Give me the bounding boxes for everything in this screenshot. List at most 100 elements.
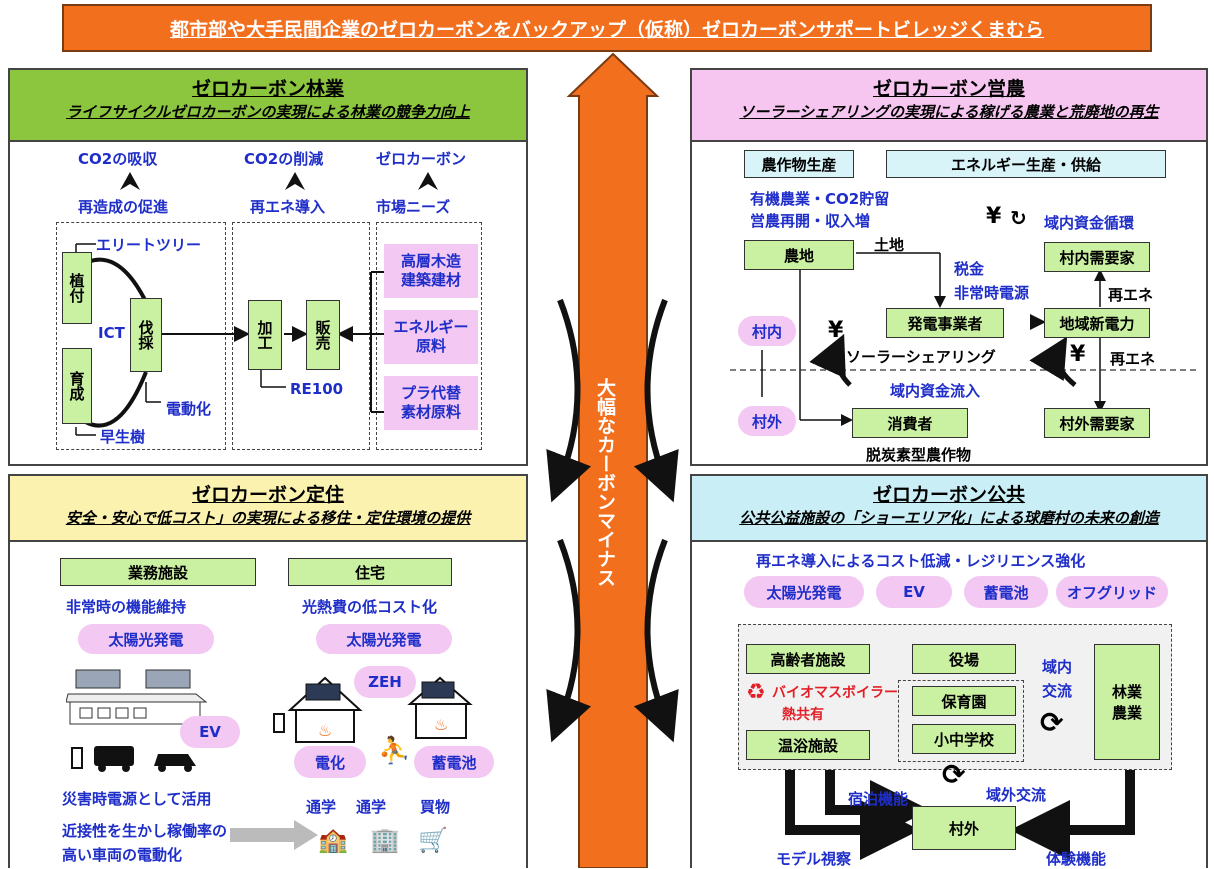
connector-arrows — [546, 298, 679, 743]
housing-header: 住宅 — [288, 558, 452, 586]
re-cost-label: 再エネ導入によるコスト低減・レジリエンス強化 — [756, 552, 1086, 570]
re-label-1: 再エネ — [1108, 286, 1154, 304]
farming-lines — [730, 252, 1200, 426]
forest-farm-box: 林業 農業 — [1094, 644, 1160, 760]
forestry-subtitle: ライフサイクルゼロカーボンの実現による林業の競争力向上 — [66, 103, 470, 121]
elderly-box: 高齢者施設 — [746, 644, 870, 674]
new-power-box: 地域新電力 — [1044, 308, 1150, 338]
center-arrow-label: 大幅なカーボンマイナス — [594, 378, 616, 587]
nursery-box: 保育園 — [912, 686, 1016, 716]
cycle-group — [56, 222, 226, 450]
shopping-label: 買物 — [420, 798, 451, 816]
public-pill-solar: 太陽光発電 — [744, 576, 864, 608]
up-chevrons — [120, 172, 438, 190]
solar-pill-housing: 太陽光発電 — [316, 624, 452, 654]
battery-pill: 蓄電池 — [414, 746, 494, 778]
power-company-box: 発電事業者 — [886, 308, 1004, 338]
zeh-pill: ZEH — [354, 666, 416, 698]
school-group — [898, 680, 1024, 762]
biomass-cycle-icon: ♻ — [746, 680, 766, 705]
public-pill-battery: 蓄電池 — [964, 576, 1048, 608]
exchange-label: 交流 — [1042, 682, 1073, 700]
experience-label: 体験機能 — [1046, 850, 1107, 868]
yen-circ-symbol: ¥ — [986, 204, 1002, 229]
land-label: 土地 — [874, 236, 905, 254]
consumer-box: 消費者 — [852, 408, 968, 438]
school-box: 小中学校 — [912, 724, 1016, 754]
public-subtitle: 公共公益施設の「ショーエリア化」による球磨村の未来の創造 — [739, 509, 1159, 527]
farmland-box: 農地 — [744, 240, 854, 270]
biomass-label: バイオマスボイラー — [772, 685, 898, 701]
inside-village-pill: 村内 — [738, 316, 796, 346]
need-building: 高層木造 建築建材 — [384, 244, 478, 298]
cycle-icon: ↻ — [1010, 206, 1027, 230]
electric-pill: 電化 — [294, 746, 366, 778]
bath-box: 温浴施設 — [746, 730, 870, 760]
business-note: 非常時の機能維持 — [66, 598, 187, 616]
heat-share-label: 熱共有 — [782, 707, 824, 723]
ict-label: ICT — [98, 324, 125, 342]
forestry-panel: ゼロカーボン林業 ライフサイクルゼロカーボンの実現による林業の競争力向上 — [8, 68, 528, 466]
need-energy: エネルギー 原料 — [384, 310, 478, 364]
re-label-2: 再エネ — [1110, 350, 1156, 368]
public-flow-arrows — [785, 770, 1135, 860]
exchange-cycle-icon: ⟳ — [1040, 706, 1064, 739]
process-box: 加工 — [248, 300, 282, 370]
col-head-absorb: CO2の吸収 — [78, 150, 158, 168]
farming-title: ゼロカーボン営農 — [872, 78, 1025, 100]
commute-label-1: 通学 — [306, 798, 337, 816]
yen-symbol-2: ¥ — [1070, 342, 1086, 367]
organic-label-2: 営農再開・収入増 — [750, 212, 871, 230]
energy-header: エネルギー生産・供給 — [886, 150, 1166, 178]
organic-label-1: 有機農業・CO2貯留 — [750, 190, 890, 208]
school-icon: 🏫 — [318, 826, 348, 854]
ev-pill-living: EV — [180, 716, 240, 748]
emergency-label: 非常時電源 — [954, 284, 1030, 302]
col-head-zero: ゼロカーボン — [376, 150, 467, 168]
office-box: 役場 — [912, 644, 1016, 674]
living-title: ゼロカーボン定住 — [191, 484, 344, 506]
sell-box: 販売 — [306, 300, 340, 370]
solar-pill-business: 太陽光発電 — [78, 624, 214, 654]
vehicle-icons — [71, 746, 196, 772]
building-icon: 🏢 — [370, 826, 400, 854]
re100-label: RE100 — [290, 380, 344, 398]
decarb-crop-label: 脱炭素型農作物 — [866, 446, 972, 464]
tax-label: 税金 — [954, 260, 985, 278]
need-plastic: プラ代替 素材原料 — [384, 376, 478, 430]
disaster-label: 災害時電源として活用 — [62, 790, 212, 808]
svg-text:♨: ♨ — [434, 715, 448, 734]
model-visit-label: モデル視察 — [776, 850, 852, 868]
solar-sharing-label: ソーラーシェアリング — [846, 348, 996, 366]
public-panel: ゼロカーボン公共 公共公益施設の「ショーエリア化」による球磨村の未来の創造 — [690, 474, 1208, 868]
houses-icon: ♨ ♨ — [273, 676, 473, 743]
outside-village-pill: 村外 — [738, 406, 796, 436]
stay-label: 宿泊機能 — [848, 790, 909, 808]
col-sub-renewable: 再エネ導入 — [250, 198, 326, 216]
living-panel: ゼロカーボン定住 安全・安心で低コスト」の実現による移住・定住環境の提供 — [8, 474, 528, 868]
outside-exchange-cycle-icon: ⟳ — [942, 758, 966, 791]
living-subtitle: 安全・安心で低コスト」の実現による移住・定住環境の提供 — [65, 509, 471, 527]
grey-arrow — [230, 820, 318, 850]
electrify-label: 電動化 — [166, 400, 212, 418]
shopping-icon: 🛒 — [418, 826, 448, 854]
col-head-reduce: CO2の削減 — [244, 150, 324, 168]
svg-text:♨: ♨ — [318, 721, 332, 740]
needs-group — [376, 222, 482, 450]
center-arrow — [566, 52, 660, 868]
crop-header: 農作物生産 — [744, 150, 854, 178]
public-pill-offgrid: オフグリッド — [1056, 576, 1168, 608]
grow-box: 育成 — [62, 348, 92, 424]
circulation-label: 域内資金循環 — [1044, 214, 1135, 232]
inflow-label: 域内資金流入 — [890, 382, 981, 400]
people-icon: ⛹ — [378, 736, 411, 766]
early-tree-label: 早生樹 — [100, 428, 146, 446]
top-banner: 都市部や大手民間企業のゼロカーボンをバックアップ（仮称）ゼロカーボンサポートビレ… — [62, 4, 1152, 52]
process-group — [232, 222, 370, 450]
intra-label: 域内 — [1042, 658, 1073, 676]
outside-village-box: 村外 — [912, 806, 1016, 850]
public-title: ゼロカーボン公共 — [872, 484, 1025, 506]
yen-symbol-1: ¥ — [828, 318, 844, 343]
harvest-box: 伐採 — [130, 298, 162, 372]
elite-tree-label: エリートツリー — [96, 236, 202, 254]
